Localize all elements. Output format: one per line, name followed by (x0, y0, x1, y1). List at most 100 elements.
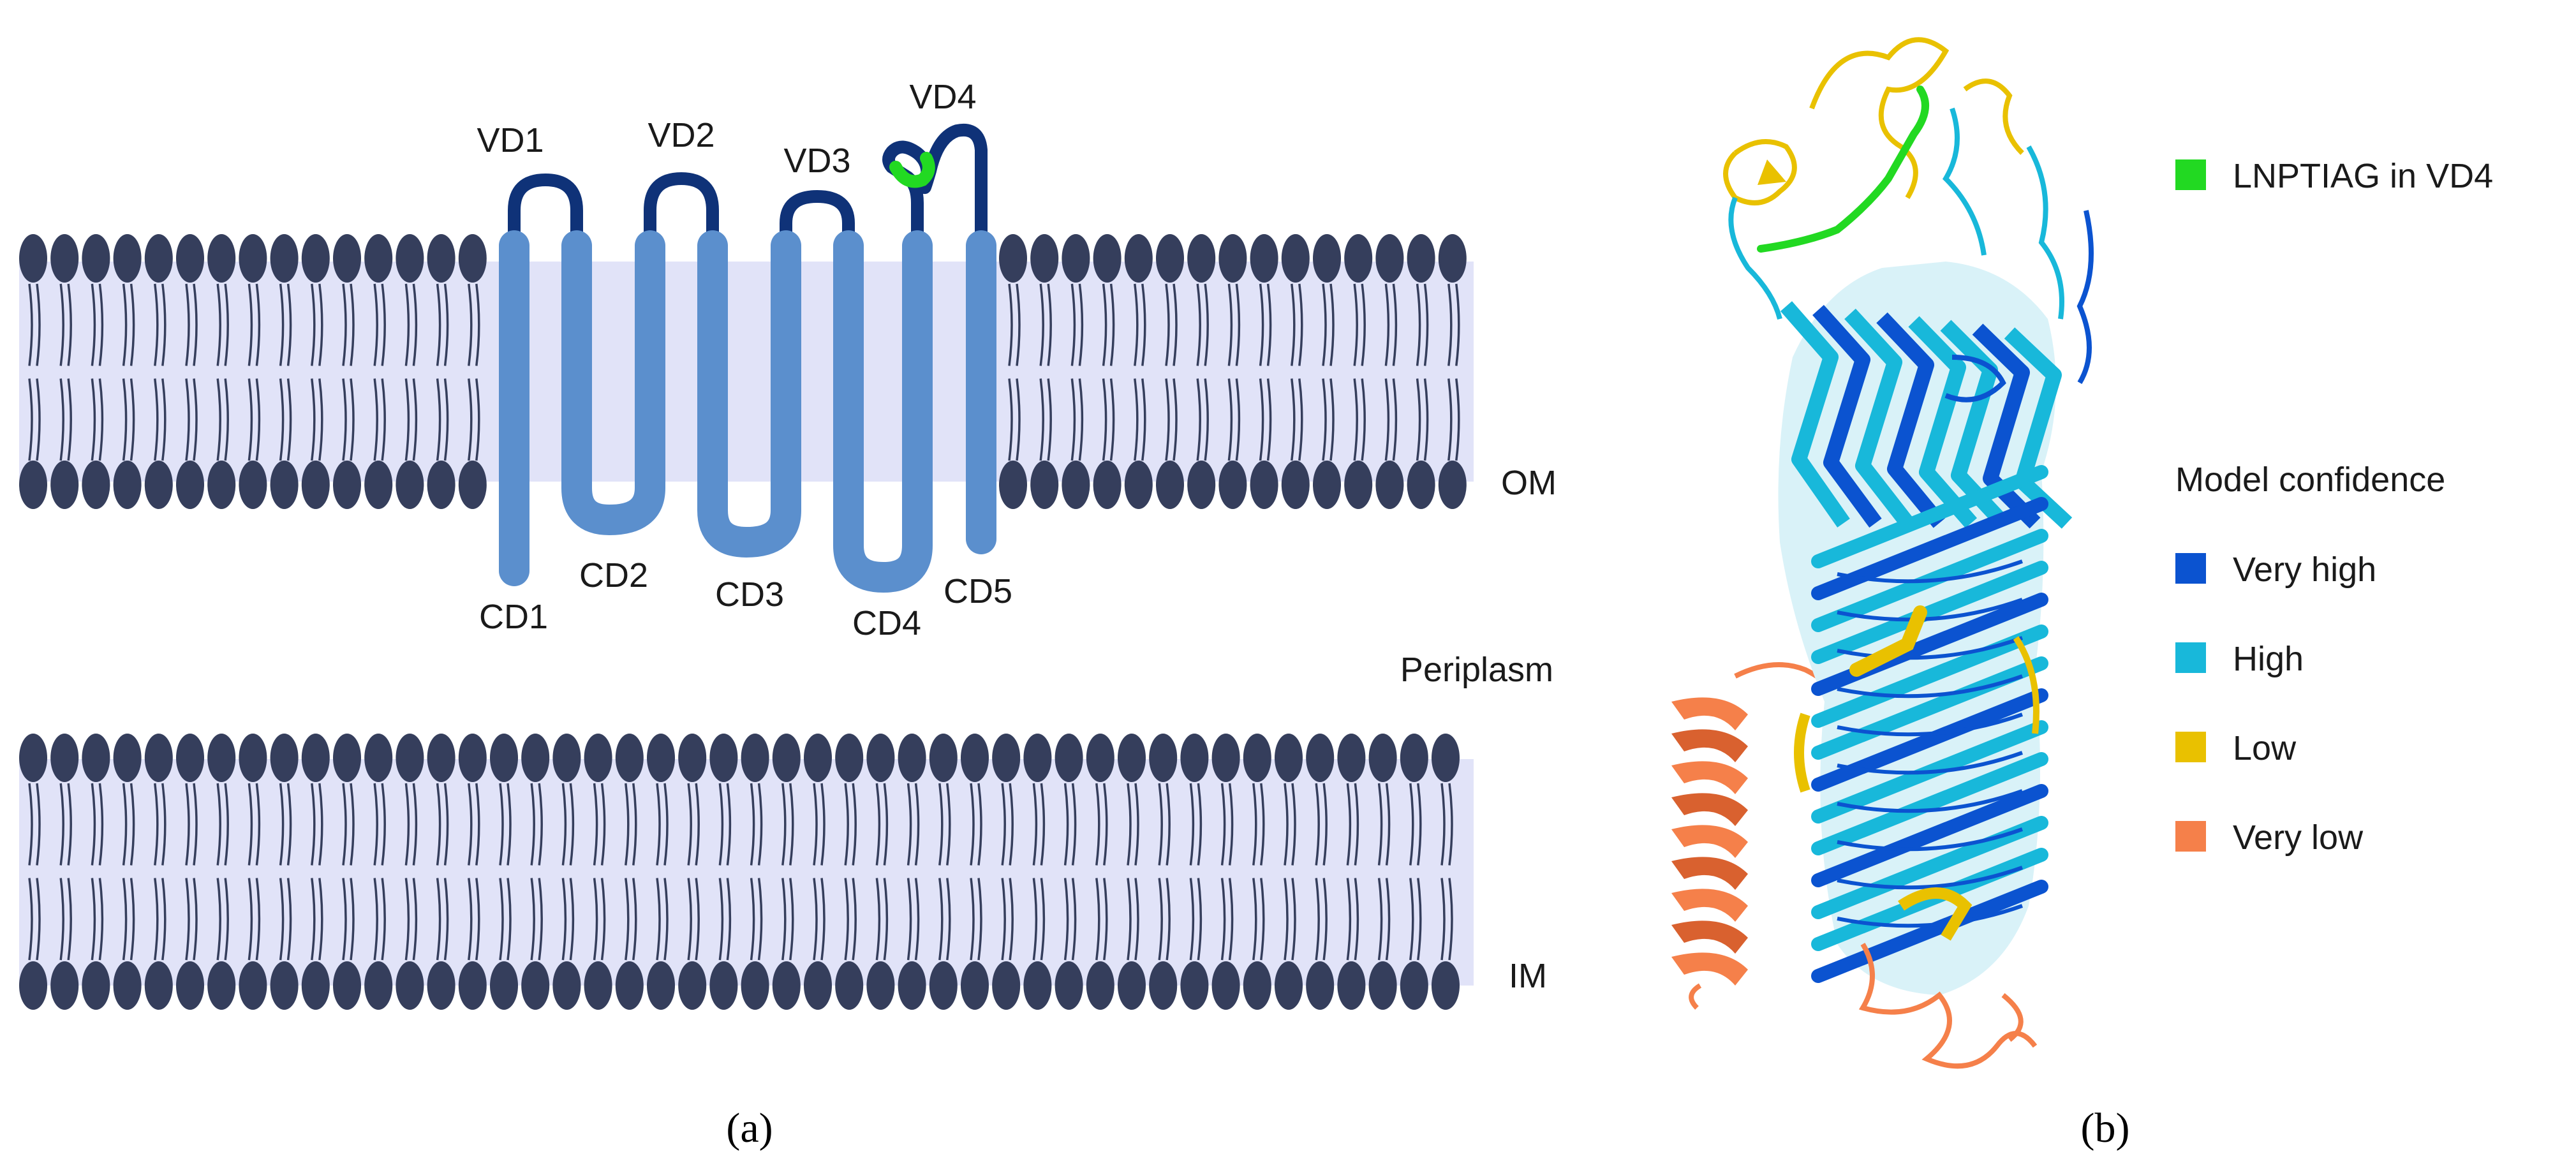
im-lipid-tail (1322, 878, 1328, 961)
om-lipid-tail (1102, 378, 1107, 461)
im-lipid-tail (530, 783, 535, 866)
im-lipid-tail (1071, 878, 1077, 961)
im-lipid-head (19, 734, 47, 782)
label-cd5: CD5 (944, 572, 1012, 610)
im-lipid-tail (1440, 878, 1446, 961)
im-lipid-head (490, 734, 518, 782)
im-lipid-tail (750, 878, 755, 961)
barrel-backbone (1837, 827, 2024, 852)
im-lipid-head (615, 734, 644, 782)
im-lipid-tail (248, 783, 253, 866)
om-lipid-tail (36, 378, 41, 461)
im-lipid-tail (569, 878, 575, 961)
om-lipid-head (458, 234, 487, 283)
im-lipid-tail (1417, 878, 1422, 961)
im-lipid-tail (475, 878, 480, 961)
om-lipid-tail (1416, 283, 1421, 366)
im-lipid-tail (1063, 783, 1069, 866)
im-lipid-head (1368, 734, 1397, 782)
very-low-helix (1671, 662, 1865, 1010)
im-lipid-head (1432, 961, 1460, 1010)
im-lipid-tail (255, 878, 261, 961)
om-lipid-tail (286, 283, 292, 366)
om-lipid-tail (161, 283, 167, 366)
helix-turn (1671, 889, 1748, 922)
om-lipid-head (270, 234, 299, 283)
om-lipid-tail (255, 283, 261, 366)
im-lipid-head (1118, 734, 1146, 782)
om-lipid-tail (1392, 378, 1398, 461)
om-lipid-tail (1141, 283, 1146, 366)
om-lipid-head (207, 234, 236, 283)
im-lipid-head (82, 961, 110, 1010)
im-lipid-tail (161, 878, 167, 961)
om-lipid-tail (248, 283, 253, 366)
om-lipid-head (1062, 461, 1090, 509)
om-lipid-tail (1392, 283, 1398, 366)
om-lipid-tail (1196, 283, 1201, 366)
im-lipid-head (490, 961, 518, 1010)
im-lipid-tail (757, 783, 763, 866)
extracellular-loops-3d (1723, 37, 2094, 403)
im-lipid-tail (970, 783, 975, 866)
im-lipid-head (961, 961, 989, 1010)
im-lipid-tail (499, 878, 504, 961)
im-lipid-tail (1354, 878, 1359, 961)
outer-membrane (19, 234, 1474, 509)
im-lipid-tail (381, 878, 386, 961)
label-vd3: VD3 (783, 142, 850, 180)
om-lipid-head (1438, 461, 1467, 509)
motif-legend-label: LNPTIAG in VD4 (2233, 157, 2493, 195)
im-lipid-tail (1166, 783, 1171, 866)
im-lipid-tail (1448, 878, 1453, 961)
om-lipid-head (999, 461, 1027, 509)
om-lipid-tail (1039, 283, 1044, 366)
om-lipid-tail (1329, 283, 1335, 366)
om-lipid-head (301, 234, 330, 283)
im-lipid-tail (436, 878, 441, 961)
swatch-high (2175, 642, 2206, 673)
barrel-strand-upper (1780, 301, 1850, 528)
im-lipid-tail (1322, 783, 1328, 866)
im-lipid-tail (59, 783, 64, 866)
om-lipid-tail (248, 378, 253, 461)
om-lipid-tail (1134, 378, 1139, 461)
om-lipid-tail (350, 378, 355, 461)
im-lipid-head (772, 734, 801, 782)
im-lipid-tail (695, 783, 700, 866)
im-lipid-tail (122, 878, 128, 961)
panel-a-label: (a) (726, 1105, 773, 1151)
im-lipid-tail (946, 878, 951, 961)
im-lipid-tail (255, 783, 261, 866)
low-strand-b (1794, 713, 1810, 793)
label-vd1: VD1 (477, 121, 544, 159)
very-low-bottom-loop (1858, 942, 2038, 1069)
om-lipid-head (301, 461, 330, 509)
im-lipid-tail (507, 783, 512, 866)
om-lipid-tail (1266, 283, 1272, 366)
om-lipid-tail (122, 378, 128, 461)
im-lipid-tail (907, 783, 912, 866)
im-lipid-tail (1354, 783, 1359, 866)
om-lipid-head (333, 461, 361, 509)
im-lipid-tail (625, 878, 630, 961)
im-lipid-head (144, 961, 173, 1010)
im-lipid-tail (1095, 878, 1100, 961)
barrel-strand-lower (1811, 465, 2048, 568)
om-lipid-tail (185, 378, 190, 461)
im-lipid-tail (1409, 783, 1414, 866)
label-periplasm: Periplasm (1400, 651, 1553, 689)
im-lipid-tail (907, 878, 912, 961)
om-lipid-tail (1329, 378, 1335, 461)
om-lipid-head (1218, 461, 1247, 509)
om-lipid-tail (1078, 283, 1084, 366)
im-lipid-tail (279, 783, 285, 866)
im-lipid-tail (67, 783, 72, 866)
om-lipid-head (1187, 234, 1216, 283)
om-lipid-tail (1016, 283, 1021, 366)
im-lipid-tail (1440, 783, 1446, 866)
im-lipid-tail (1009, 878, 1014, 961)
im-lipid-tail (687, 878, 692, 961)
im-lipid-tail (1197, 783, 1203, 866)
om-lipid-head (1313, 461, 1341, 509)
